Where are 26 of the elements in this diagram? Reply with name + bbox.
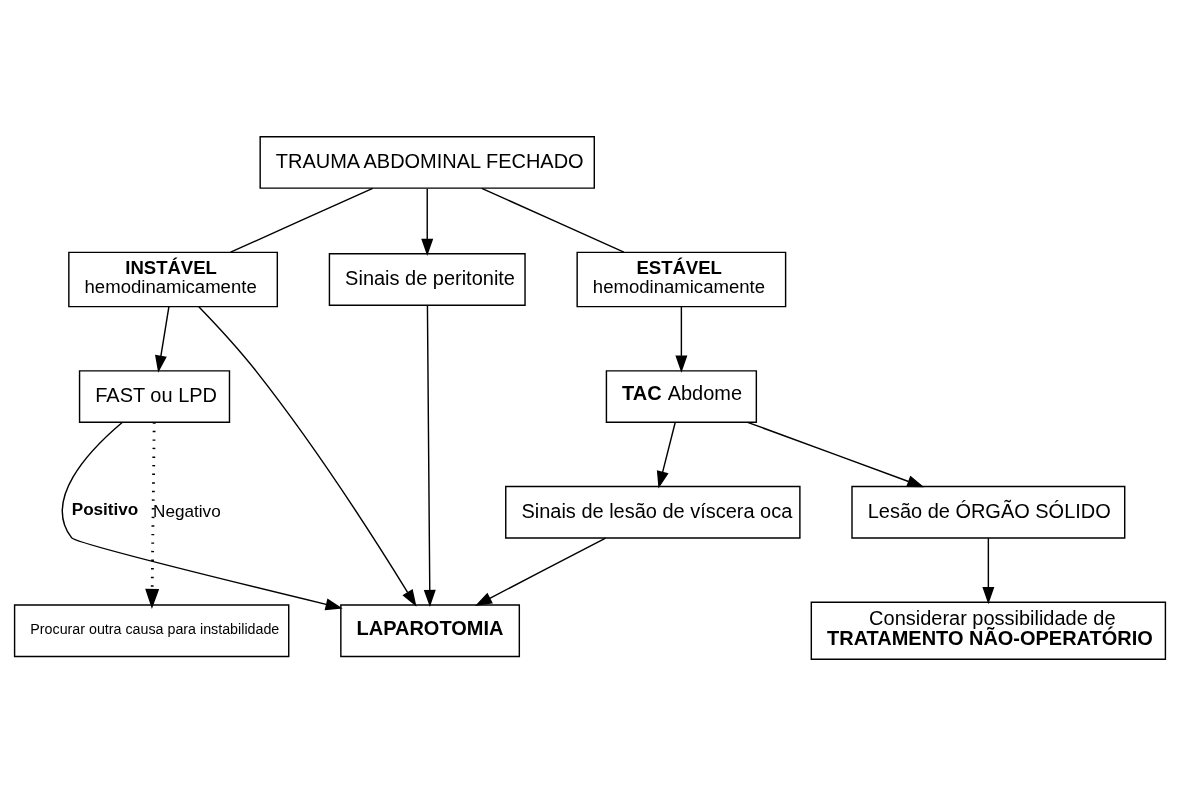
node-box: Lesão de ÓRGÃO SÓLIDO (851, 485, 1126, 539)
node-box: Considerar possibilidade de TRATAMENTO NÃO-OPERATÓRIO (810, 600, 1167, 660)
connector (481, 187, 625, 253)
arrow (423, 304, 436, 607)
node-box: LAPAROTOMIA (340, 603, 521, 657)
edge-label: Positivo (71, 498, 139, 519)
node-box: INSTÁVEL hemodinamicamente (68, 251, 279, 307)
arrow (155, 305, 170, 373)
connector (229, 187, 374, 253)
arrow (656, 421, 676, 488)
arrow (746, 421, 925, 487)
arrow (145, 421, 160, 609)
arrow (474, 536, 607, 606)
arrow (61, 421, 343, 610)
arrow (982, 536, 995, 604)
node-box: TRAUMA ABDOMINAL FECHADO (259, 135, 595, 189)
node-box: FAST ou LPD (78, 369, 231, 423)
arrow (421, 187, 434, 256)
node-box: ESTÁVEL hemodinamicamente (576, 251, 787, 307)
node-box: Sinais de lesão de víscera oca (505, 485, 801, 539)
edge-label: Negativo (153, 500, 221, 521)
arrow (198, 305, 417, 607)
arrow (675, 305, 688, 373)
node-box: Sinais de peritonite (328, 252, 526, 306)
node-box: TAC Abdome (605, 369, 758, 423)
node-box: Procurar outra causa para instabilidade (13, 603, 290, 657)
